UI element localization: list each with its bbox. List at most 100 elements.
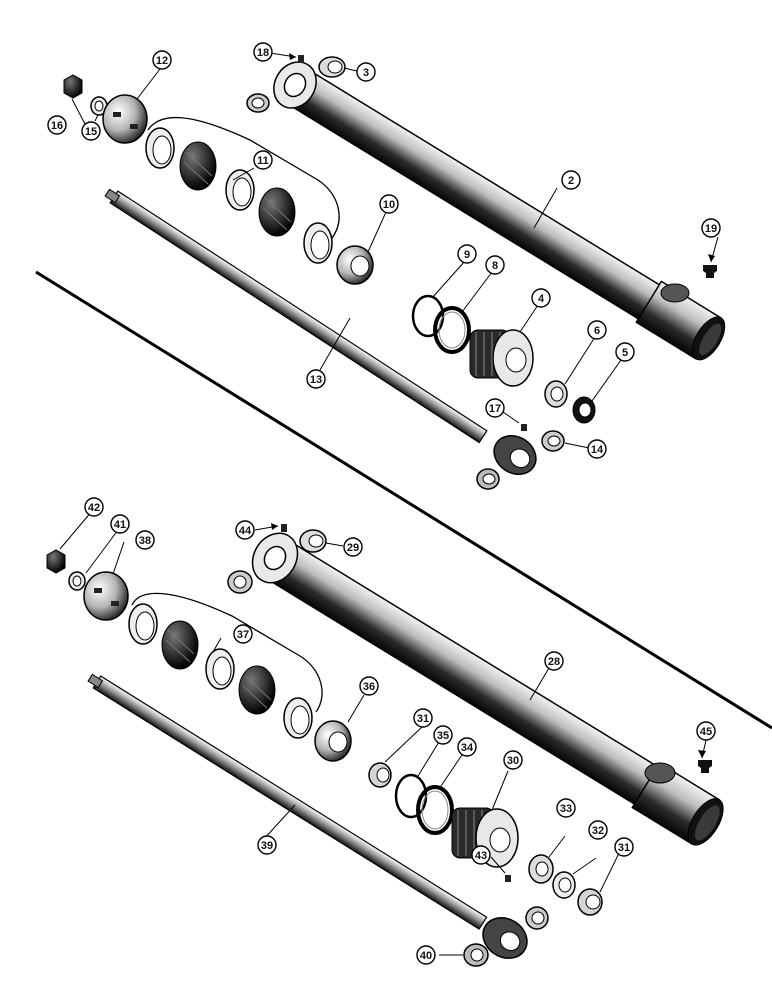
lower-bushing-31-left — [368, 762, 392, 788]
callout-upper-gland-4: 4 — [531, 288, 551, 308]
upper-packing-set-bracket — [147, 116, 340, 239]
svg-text:8: 8 — [492, 260, 498, 272]
upper-locknut-16 — [63, 74, 83, 99]
callout-lower-barrel-28: 28 — [544, 651, 564, 671]
callout-upper-piston-12: 12 — [152, 50, 172, 70]
svg-text:33: 33 — [560, 803, 572, 815]
svg-text:14: 14 — [591, 444, 604, 456]
callout-lower-locknut-42: 42 — [84, 497, 104, 517]
lower-piston-nut-36 — [314, 720, 352, 762]
lower-locknut-42 — [46, 549, 66, 574]
callout-lower-piston-rod-39: 39 — [257, 835, 277, 855]
callout-lower-bushing-29: 29 — [343, 537, 363, 557]
upper-grease-fitting-17 — [521, 424, 527, 431]
svg-text:15: 15 — [85, 126, 97, 138]
callout-lower-gland-30: 30 — [503, 750, 523, 770]
svg-text:42: 42 — [88, 502, 100, 514]
callout-upper-locknut-16: 16 — [47, 115, 67, 135]
svg-text:18: 18 — [257, 47, 269, 59]
svg-text:2: 2 — [568, 175, 574, 187]
lower-piston-38 — [83, 571, 129, 621]
upper-piston-nut-10 — [336, 245, 374, 285]
lower-piston-rod-39 — [87, 673, 528, 959]
upper-barrel — [273, 61, 726, 361]
callout-lower-packing-set-37: 37 — [233, 624, 253, 644]
lower-bushing-31-right — [577, 888, 603, 916]
svg-text:35: 35 — [437, 730, 449, 742]
leader-lines — [59, 52, 719, 956]
svg-text:39: 39 — [261, 840, 273, 852]
callout-upper-bushing-3: 3 — [356, 62, 376, 82]
callout-lower-washer-41: 41 — [110, 514, 130, 534]
svg-text:19: 19 — [705, 223, 717, 235]
svg-text:40: 40 — [420, 950, 432, 962]
upper-bushing-barrel-left — [246, 93, 270, 113]
callout-lower-rod-seal-33: 33 — [556, 798, 576, 818]
callout-lower-o-ring-35: 35 — [433, 725, 453, 745]
upper-grease-fitting-18 — [298, 55, 304, 63]
callout-upper-washer-15: 15 — [81, 121, 101, 141]
upper-bushing-3 — [318, 56, 346, 78]
lower-rod-bushing-right — [525, 906, 549, 930]
lower-bushing-29 — [299, 529, 327, 553]
svg-text:16: 16 — [51, 120, 63, 132]
callout-lower-wiper-32: 32 — [588, 820, 608, 840]
callout-upper-bushing-14: 14 — [587, 439, 607, 459]
svg-text:31: 31 — [417, 713, 429, 725]
lower-rod-seal-33 — [528, 854, 554, 884]
upper-wiper-5 — [572, 396, 596, 424]
svg-text:4: 4 — [538, 293, 545, 305]
callout-upper-packing-set-11: 11 — [253, 150, 273, 170]
lower-packing-set-37 — [128, 603, 313, 739]
svg-text:6: 6 — [594, 325, 600, 337]
callout-upper-barrel: 2 — [561, 170, 581, 190]
lower-bushing-barrel-left — [227, 570, 253, 594]
svg-text:28: 28 — [548, 656, 560, 668]
callout-upper-grease-fitting-18: 18 — [253, 42, 273, 62]
svg-text:11: 11 — [257, 155, 269, 167]
callout-upper-piston-nut-10: 10 — [379, 194, 399, 214]
svg-text:44: 44 — [239, 525, 252, 537]
callout-lower-port-plug-45: 45 — [696, 721, 716, 741]
svg-text:9: 9 — [464, 249, 470, 261]
svg-text:10: 10 — [383, 199, 395, 211]
svg-text:36: 36 — [363, 681, 375, 693]
svg-text:12: 12 — [156, 55, 168, 67]
upper-gland-4 — [469, 329, 534, 387]
svg-text:37: 37 — [237, 629, 249, 641]
svg-text:30: 30 — [507, 755, 519, 767]
upper-rod-seal-6 — [544, 380, 568, 408]
lower-cylinder-assembly — [46, 524, 724, 967]
upper-port-plug-19 — [703, 265, 717, 278]
lower-grease-fitting-44 — [281, 524, 287, 532]
lower-grease-fitting-43 — [505, 875, 511, 882]
callout-lower-grease-fitting-44: 44 — [235, 520, 255, 540]
lower-backup-ring-34 — [416, 785, 454, 835]
svg-text:43: 43 — [475, 850, 487, 862]
svg-text:34: 34 — [461, 742, 474, 754]
callout-upper-o-ring-9: 9 — [457, 244, 477, 264]
callout-lower-piston-38: 38 — [135, 530, 155, 550]
callout-lower-bushing-40: 40 — [416, 945, 436, 965]
svg-text:3: 3 — [363, 67, 369, 79]
svg-text:5: 5 — [622, 347, 628, 359]
lower-port-plug-45 — [698, 760, 712, 773]
upper-piston-12 — [102, 94, 148, 144]
lower-rod-bushing-40 — [463, 943, 489, 967]
svg-text:41: 41 — [114, 519, 126, 531]
lower-packing-set-bracket — [131, 592, 323, 713]
svg-text:32: 32 — [592, 825, 604, 837]
svg-text:31: 31 — [618, 842, 630, 854]
upper-rod-bushing-14 — [541, 430, 565, 452]
upper-rod-eye-bushing-left — [476, 468, 500, 490]
callout-upper-piston-rod-13: 13 — [306, 369, 326, 389]
callout-upper-rod-seal-6: 6 — [587, 320, 607, 340]
svg-text:29: 29 — [347, 542, 359, 554]
callout-lower-bushing-31-right: 31 — [614, 837, 634, 857]
upper-piston-rod-13 — [104, 188, 537, 476]
svg-text:38: 38 — [139, 535, 151, 547]
svg-text:45: 45 — [700, 726, 712, 738]
upper-o-ring-9 — [411, 294, 445, 338]
